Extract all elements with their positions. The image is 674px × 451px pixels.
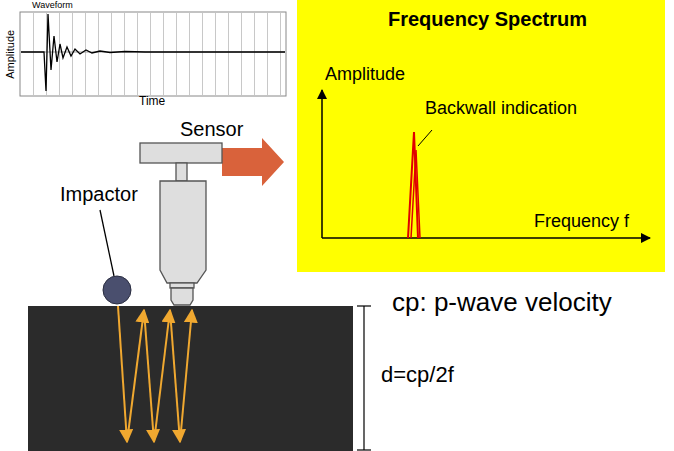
- dimension-line: [357, 306, 371, 450]
- flow-arrow: [222, 138, 284, 186]
- spectrum-panel: [297, 0, 665, 272]
- spectrum-box: Frequency SpectrumAmplitudeBackwall indi…: [297, 0, 665, 272]
- wave-path: [118, 306, 192, 442]
- part-label: Impactor: [60, 183, 138, 206]
- sensor-symbol: [140, 143, 222, 305]
- concrete-block: [28, 306, 353, 451]
- waveform-plot: [20, 12, 286, 96]
- dimension-label: d=cp/2f: [381, 362, 454, 387]
- impactor-symbol: [100, 210, 131, 304]
- axis-label: Amplitude: [4, 30, 17, 79]
- peak-label: Backwall indication: [425, 98, 577, 119]
- axis-label: Time: [139, 95, 165, 109]
- part-label: Sensor: [180, 118, 243, 141]
- plot-title: Waveform: [32, 0, 73, 10]
- panel-title: Frequency Spectrum: [388, 8, 587, 31]
- axis-label: Amplitude: [325, 64, 405, 85]
- waveform-box: Waveform: [20, 0, 286, 98]
- axis-label: Frequency f: [534, 211, 629, 232]
- definition-note: cp: p-wave velocity: [392, 288, 612, 318]
